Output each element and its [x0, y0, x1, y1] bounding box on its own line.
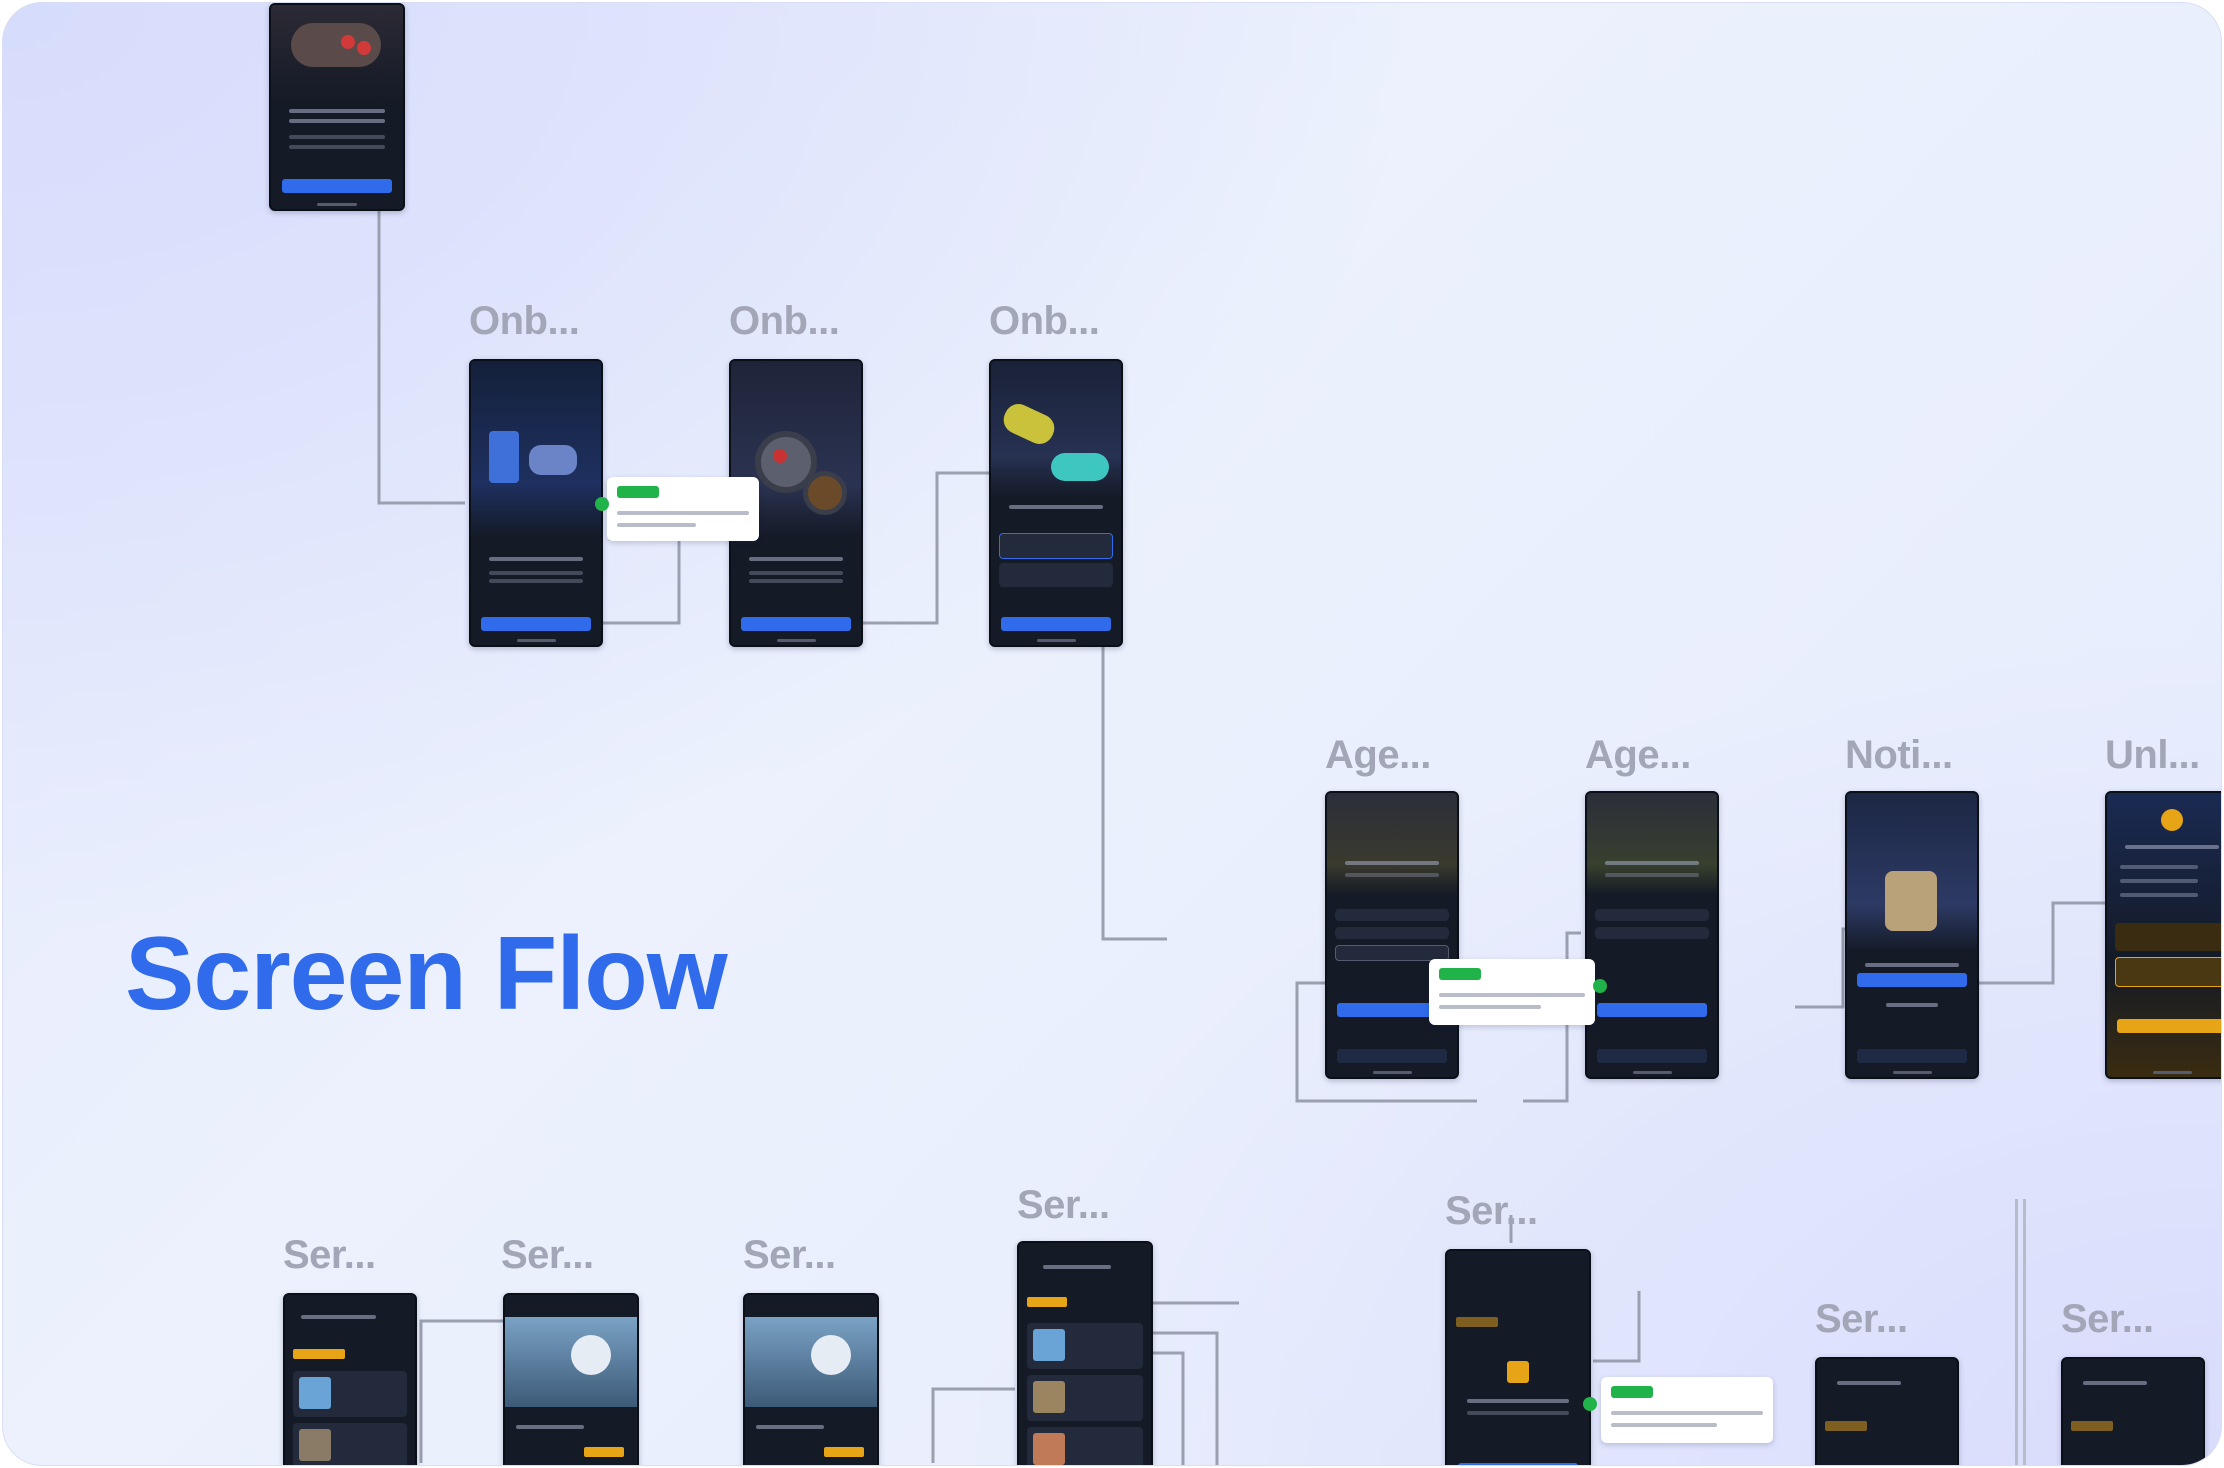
annotation-tag: [1439, 968, 1481, 980]
cta-button[interactable]: [481, 617, 590, 631]
section-divider: [2015, 1199, 2018, 1466]
screen-label-onb3: Onb...: [989, 299, 1099, 344]
connector-line: [857, 473, 991, 623]
cta-button[interactable]: [741, 617, 850, 631]
connector-line: [933, 1389, 1015, 1463]
crown-icon: [2161, 809, 2183, 831]
screen-services-6[interactable]: [1815, 1357, 1959, 1466]
gamepad-icon: [1051, 453, 1109, 481]
screen-services-1[interactable]: [283, 1293, 417, 1466]
connector-line: [421, 1321, 503, 1463]
annotation-tag: [1611, 1386, 1653, 1398]
connector-line: [591, 539, 679, 623]
page-title: Screen Flow: [125, 915, 727, 1034]
screen-services-5[interactable]: [1445, 1249, 1591, 1466]
mascot-icon: [1885, 871, 1937, 931]
screen-label-ser2: Ser...: [501, 1233, 594, 1278]
cta-button[interactable]: [1597, 1003, 1706, 1017]
screen-label-noti: Noti...: [1845, 733, 1953, 778]
connector-line: [379, 208, 465, 503]
screen-label-age1: Age...: [1325, 733, 1431, 778]
screen-onboarding-3[interactable]: [989, 359, 1123, 647]
screen-label-ser5: Ser...: [1445, 1189, 1538, 1234]
cta-button[interactable]: [282, 179, 393, 193]
connector-line: [1103, 623, 1167, 939]
screen-services-2[interactable]: [503, 1293, 639, 1466]
screen-age-verification-1[interactable]: [1325, 791, 1459, 1079]
screen-label-unl: Unl...: [2105, 733, 2200, 778]
screen-label-ser4: Ser...: [1017, 1183, 1110, 1228]
cta-button[interactable]: [1458, 1463, 1577, 1466]
screen-label-onb1: Onb...: [469, 299, 579, 344]
screen-unlock-premium[interactable]: [2105, 791, 2222, 1079]
annotation-tag: [617, 486, 659, 498]
gear-icon: [803, 471, 847, 515]
screen-age-verification-2[interactable]: [1585, 791, 1719, 1079]
screen-label-age2: Age...: [1585, 733, 1691, 778]
screen-services-4[interactable]: [1017, 1241, 1153, 1466]
section-divider: [2023, 1199, 2026, 1466]
screen-label-ser6: Ser...: [1815, 1297, 1908, 1342]
screen-onboarding-1[interactable]: [469, 359, 603, 647]
screen-label-onb2: Onb...: [729, 299, 839, 344]
cta-button[interactable]: [1001, 617, 1110, 631]
connector-node: [1593, 979, 1607, 993]
screen-label-ser3: Ser...: [743, 1233, 836, 1278]
connector-node: [1583, 1397, 1597, 1411]
connector-line: [1795, 929, 1849, 1007]
screen-label-ser1: Ser...: [283, 1233, 376, 1278]
cta-button[interactable]: [2117, 1019, 2222, 1033]
connector-line: [1963, 903, 2109, 983]
annotation-note: [607, 477, 759, 541]
connector-line: [1593, 1291, 1639, 1361]
annotation-note: [1601, 1377, 1773, 1443]
screen-services-3[interactable]: [743, 1293, 879, 1466]
screen-label-ser7: Ser...: [2061, 1297, 2154, 1342]
screen-services-7[interactable]: [2061, 1357, 2205, 1466]
screen-notifications[interactable]: [1845, 791, 1979, 1079]
screen-splash[interactable]: [269, 3, 405, 211]
cta-button[interactable]: [1857, 973, 1966, 987]
warning-icon: [1507, 1361, 1529, 1383]
annotation-note: [1429, 959, 1595, 1025]
connector-node: [595, 497, 609, 511]
